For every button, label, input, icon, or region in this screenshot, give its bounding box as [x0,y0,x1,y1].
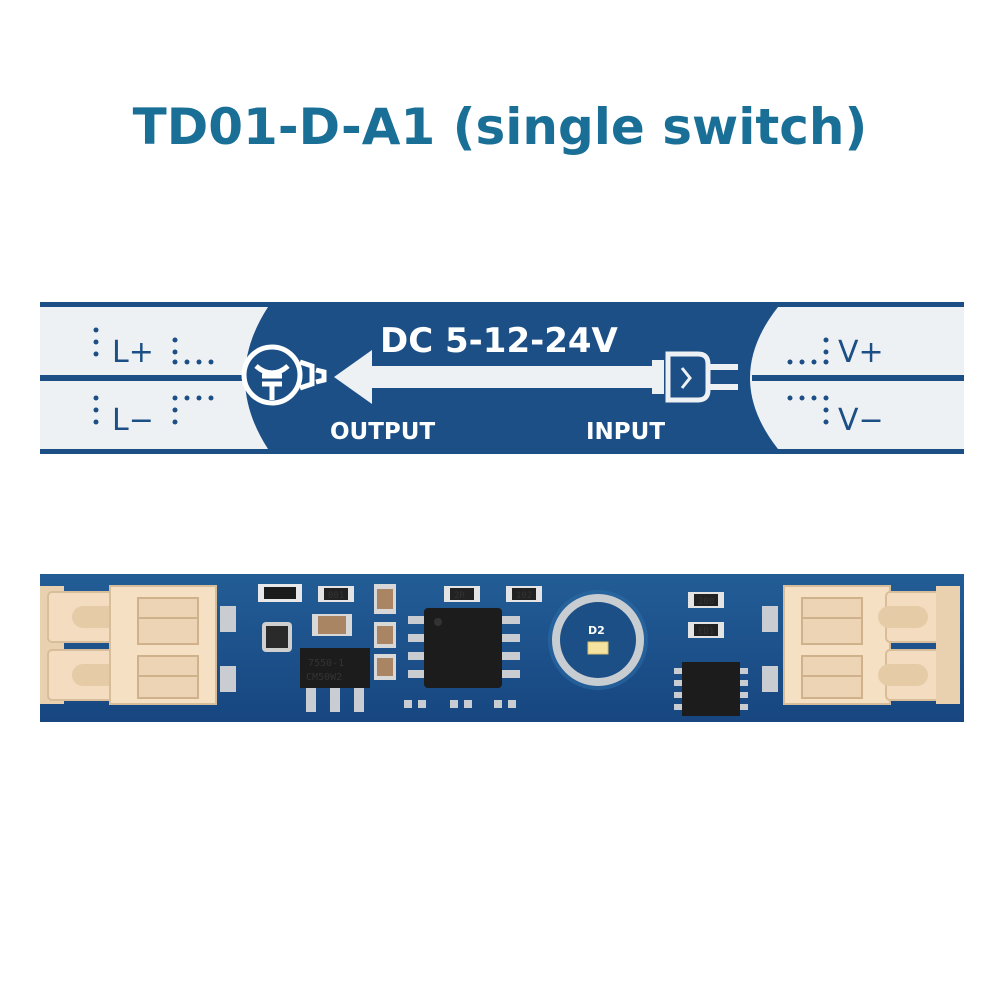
light-bulb-icon [241,344,327,406]
voltage-regulator-chip: 7550-1 CM50W2 [300,648,370,712]
bottom-pcb-board: 001 2R 102 200 ED1 7550-1 CM50W2 [40,574,964,722]
resistor-label-2r: 2R [454,591,465,601]
left-pad-dots [93,327,214,425]
controller-ic-chip [408,608,520,688]
smd-components: 001 2R 102 200 ED1 [258,584,724,680]
terminal-label-v-minus: V− [838,403,884,438]
terminal-label-l-plus: L+ [112,335,154,370]
arrow-left-icon [334,350,658,404]
terminal-label-l-minus: L− [112,403,154,438]
resistor-label-001: 001 [328,591,344,601]
terminal-label-v-plus: V+ [838,335,884,370]
test-pads [404,700,516,708]
output-label: OUTPUT [330,419,435,445]
resistor-label-200: 200 [698,597,714,607]
regulator-marking-2: CM50W2 [306,672,342,683]
resistor-label-102: 102 [516,591,532,601]
voltage-label: DC 5-12-24V [380,321,619,361]
left-wire-connector [40,585,217,705]
resistor-label-ed1: ED1 [698,627,714,637]
power-plug-icon [652,351,738,403]
top-pcb-board: L+ L− V+ V− DC 5-12-24V OUTPUT [40,302,964,454]
regulator-marking-1: 7550-1 [308,658,344,669]
indicator-led [587,641,609,655]
touch-ic-chip [674,662,748,716]
input-label: INPUT [586,419,665,445]
right-pad-dots [787,337,829,425]
connector-solder-pads [220,606,778,692]
led-label-d2: D2 [588,624,605,637]
right-wire-connector [783,585,960,705]
touch-sensor-pad: D2 [548,590,648,690]
product-title: TD01-D-A1 (single switch) [132,98,868,156]
